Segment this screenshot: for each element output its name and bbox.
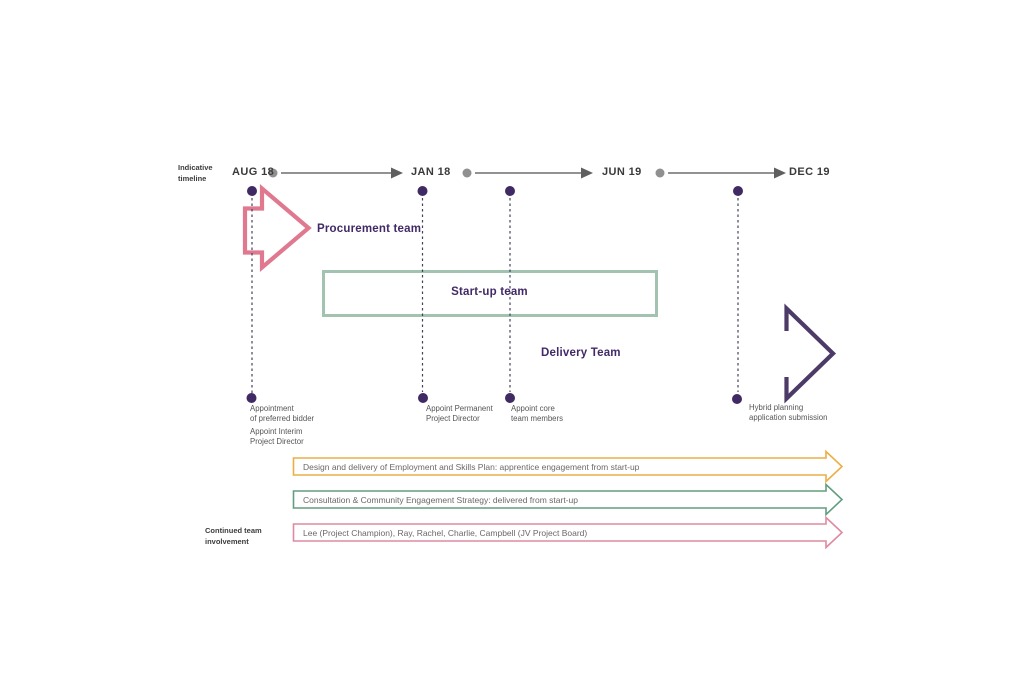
milestone-label-hybrid-planning: Hybrid planning application submission <box>749 403 828 422</box>
timeline-axis <box>268 167 786 179</box>
stream-arrow-consultation <box>292 482 844 517</box>
stream-arrows <box>292 449 844 550</box>
delivery-team-label: Delivery Team <box>541 347 621 359</box>
axis-arrowhead-icon <box>774 167 786 179</box>
milestone-label-interim-director: Appoint Interim Project Director <box>250 427 304 446</box>
stream-label-employment-skills: Design and delivery of Employment and Sk… <box>303 462 640 472</box>
milestone-label-permanent-director: Appoint Permanent Project Director <box>426 404 493 423</box>
stream-arrow-employment-skills <box>292 449 844 484</box>
delivery-arrowhead-icon <box>784 303 837 404</box>
axis-arrowhead-icon <box>581 167 593 179</box>
axis-dot <box>655 168 665 178</box>
milestone-label-core-team: Appoint core team members <box>511 404 563 423</box>
continued-team-involvement-label: Continued team involvement <box>205 526 262 546</box>
milestone-connectors <box>251 198 739 393</box>
stream-arrow-project-board <box>292 515 844 550</box>
milestone-dots <box>246 186 743 404</box>
procurement-arrowhead-icon <box>242 183 312 273</box>
stream-label-consultation: Consultation & Community Engagement Stra… <box>303 495 578 505</box>
axis-dot <box>462 168 472 178</box>
delivery-team-arrow <box>443 303 837 404</box>
procurement-team-label: Procurement team <box>317 223 422 235</box>
timeline-date-dec19: DEC 19 <box>789 166 830 178</box>
timeline-date-aug18: AUG 18 <box>232 166 275 178</box>
timeline-date-jun19: JUN 19 <box>602 166 642 178</box>
stream-label-project-board: Lee (Project Champion), Ray, Rachel, Cha… <box>303 528 588 538</box>
indicative-timeline-label: Indicative timeline <box>178 163 213 183</box>
startup-team-box <box>322 270 658 317</box>
axis-arrowhead-icon <box>391 167 403 179</box>
timeline-date-jan18: JAN 18 <box>411 166 451 178</box>
milestone-label-preferred-bidder: Appointment of preferred bidder <box>250 404 315 423</box>
startup-team-label: Start-up team <box>451 286 528 298</box>
axis-dot <box>268 168 278 178</box>
procurement-arrow <box>242 183 487 273</box>
